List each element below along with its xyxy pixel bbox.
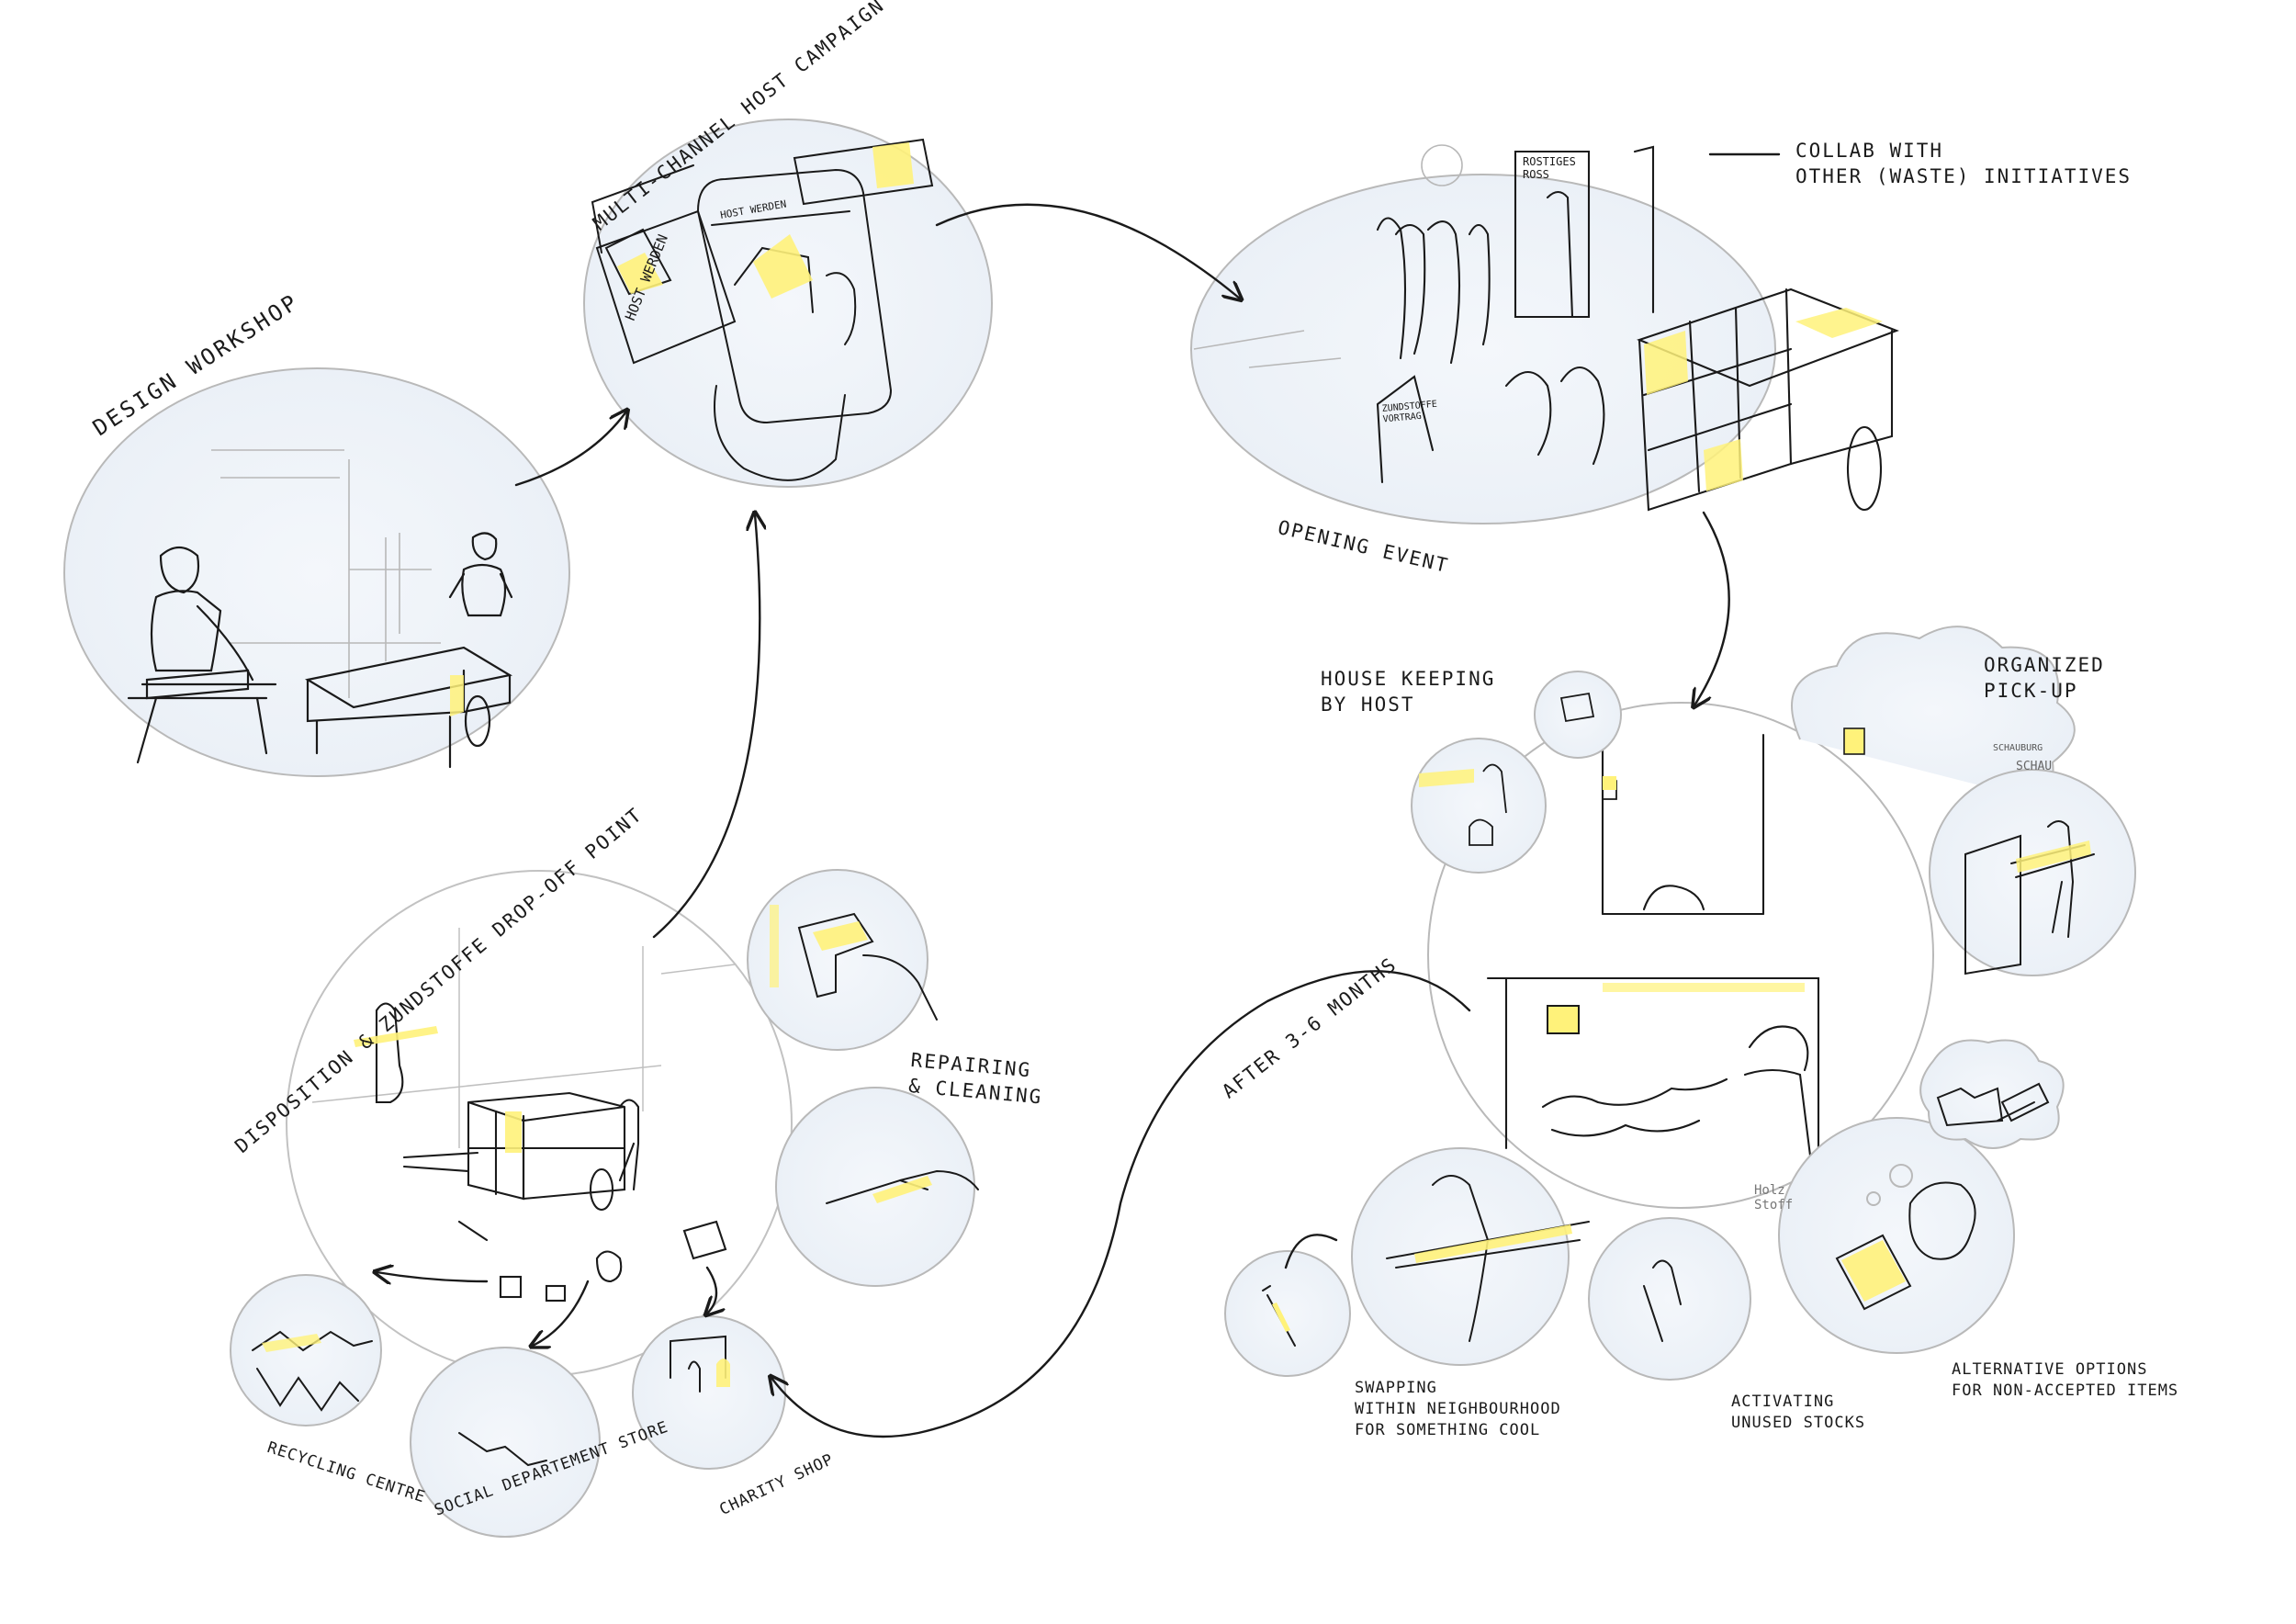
organized-pickup-scene: SCHAUBURG SCHAU <box>1791 626 2136 976</box>
multi-channel-campaign-scene: HOST WERDEN HOST WERDEN <box>583 118 993 488</box>
label-house-keeping: HOUSE KEEPING BY HOST <box>1321 668 1496 716</box>
house-keeping-bubbles <box>1411 671 1622 874</box>
house-keeping-hub-scene <box>1427 702 1934 1209</box>
repairing-cleaning-bubbles <box>747 869 979 1287</box>
drop-off-point-scene <box>286 870 793 1377</box>
design-workshop-scene <box>63 367 570 777</box>
label-organized-pickup: ORGANIZED PICK-UP <box>1984 654 2105 703</box>
schau-sign: SCHAU <box>2016 760 2052 773</box>
label-collab: COLLAB WITH OTHER (WASTE) INITIATIVES <box>1795 140 2133 188</box>
label-alternative-options: ALTERNATIVE OPTIONS FOR NON-ACCEPTED ITE… <box>1952 1360 2179 1400</box>
vortrag-sign: ZUNDSTOFFEVORTRAG <box>1381 400 1438 425</box>
schauburg-sign: SCHAUBURG <box>1993 743 2043 753</box>
label-activating-stocks: ACTIVATING UNUSED STOCKS <box>1731 1393 1866 1432</box>
label-swapping: SWAPPING WITHIN NEIGHBOURHOOD FOR SOMETH… <box>1355 1379 1561 1439</box>
flow-arrows <box>377 152 1781 1438</box>
outflow-bubbles <box>230 1274 786 1538</box>
